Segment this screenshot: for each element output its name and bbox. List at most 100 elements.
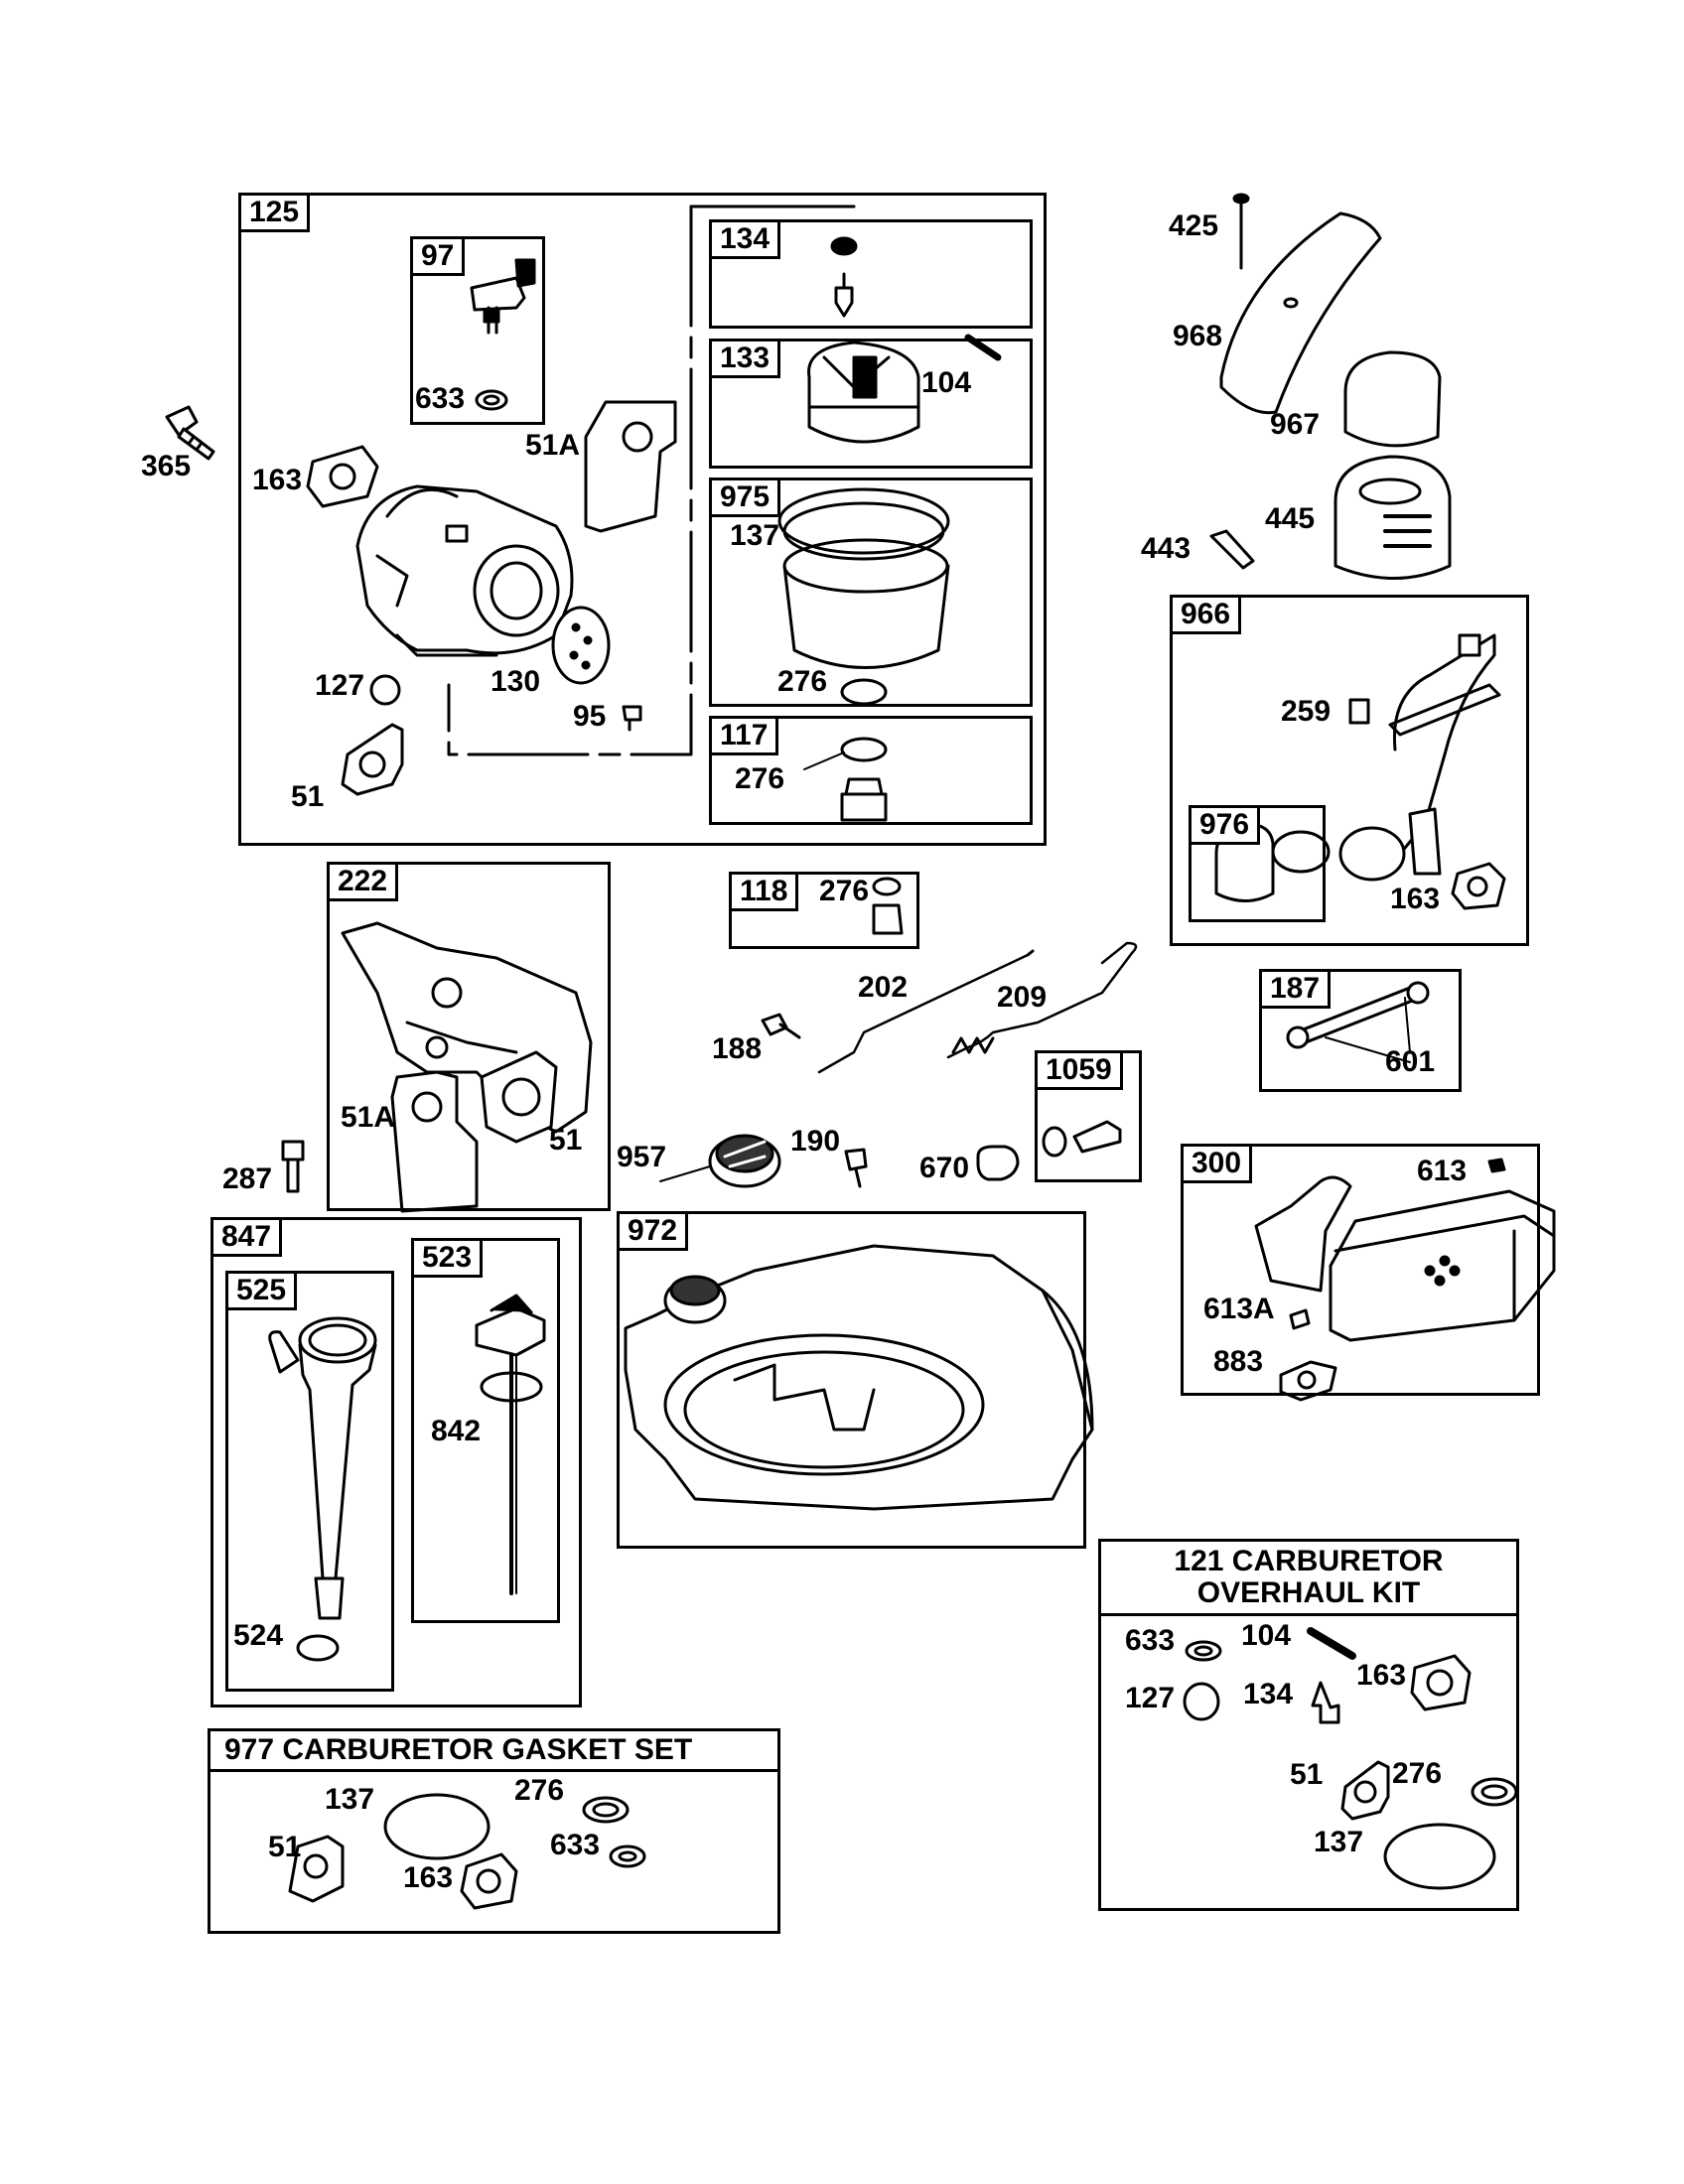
seal-524-part <box>296 1634 340 1662</box>
governor-link-part <box>817 953 1030 1074</box>
screw-95-part <box>622 705 642 732</box>
clip-259-part <box>1348 698 1370 725</box>
pre-cleaner-part <box>1343 350 1442 448</box>
part-label: 443 <box>1141 532 1192 565</box>
kit-part-label: 163 <box>1356 1659 1407 1692</box>
dipstick-part <box>475 1294 546 1595</box>
screw-613A-part <box>1289 1308 1311 1330</box>
part-label: 127 <box>315 669 365 702</box>
box-blower-housing: 972 <box>617 1211 1086 1549</box>
part-label: 259 <box>1281 695 1332 728</box>
box-tag: 117 <box>709 716 779 755</box>
breather-tube-part <box>1286 981 1430 1063</box>
gasket-51b-part <box>480 1050 558 1144</box>
diaphragm-part <box>551 606 611 685</box>
box-tag: 523 <box>411 1238 484 1278</box>
part-label: 137 <box>730 519 780 552</box>
part-label: 613 <box>1417 1155 1468 1187</box>
kit-part-label: 276 <box>1392 1757 1443 1790</box>
part-label: 445 <box>1265 502 1316 535</box>
kit-part-label: 633 <box>1125 1624 1176 1657</box>
part-label: 51A <box>525 429 581 462</box>
part-label: 276 <box>819 875 870 907</box>
box-control: 222 <box>327 862 611 1211</box>
gasket-163-part <box>306 445 379 508</box>
box-tag: 300 <box>1181 1144 1253 1183</box>
gasket-51-part <box>341 723 404 796</box>
choke-shaft-part <box>470 258 536 335</box>
gasket-276c-part <box>872 877 902 896</box>
gasket-set-part-label: 163 <box>403 1861 454 1894</box>
box-tag: 97 <box>410 236 466 276</box>
box-filter-base: 966 <box>1170 595 1529 946</box>
box-tag: 1059 <box>1035 1050 1123 1090</box>
box-tag: 976 <box>1189 805 1261 845</box>
part-label: 968 <box>1173 320 1223 352</box>
kit-part-label: 127 <box>1125 1682 1176 1714</box>
box-dipstick: 523 <box>411 1238 560 1623</box>
screw-443-part <box>1209 529 1255 570</box>
overhaul-kit-parts <box>1183 1627 1518 1890</box>
bowl-nut-part <box>803 737 888 822</box>
drain-plug-part <box>872 903 904 935</box>
part-label: 601 <box>1385 1045 1436 1078</box>
gasket-51A-part <box>584 400 677 533</box>
part-label: 104 <box>921 366 972 399</box>
gasket-set-part-label: 51 <box>268 1831 302 1863</box>
part-label: 842 <box>431 1415 482 1447</box>
part-label: 425 <box>1169 209 1219 242</box>
part-label: 613A <box>1203 1293 1275 1325</box>
washer-1059-part <box>1042 1126 1067 1158</box>
box-muffler: 300 <box>1181 1144 1540 1396</box>
bushing-670-part <box>976 1145 1020 1181</box>
box-tag: 975 <box>709 478 781 517</box>
kit-part-label: 137 <box>1314 1826 1364 1858</box>
part-label: 287 <box>222 1162 273 1195</box>
box-tag: 118 <box>729 872 799 911</box>
box-tag: 525 <box>225 1271 298 1310</box>
box-bowl: 975 <box>709 478 1033 707</box>
kit-part-label: 104 <box>1241 1619 1292 1652</box>
box-spacer: 1059 <box>1035 1050 1142 1182</box>
gasket-set-box: 977 CARBURETOR GASKET SET <box>208 1728 780 1934</box>
box-breather-tube: 187 <box>1259 969 1462 1092</box>
part-label: 51 <box>291 780 325 813</box>
part-label: 188 <box>712 1032 763 1065</box>
part-label: 276 <box>735 762 785 795</box>
part-label: 365 <box>141 450 192 482</box>
part-label: 51 <box>549 1124 583 1157</box>
part-label: 190 <box>790 1125 841 1158</box>
overhaul-kit-title: 121 CARBURETOR OVERHAUL KIT <box>1101 1542 1516 1616</box>
box-carburetor-assembly: 125 <box>238 193 1047 846</box>
box-tag: 222 <box>327 862 399 901</box>
gasket-163b-part <box>1451 862 1506 910</box>
float-needle-part <box>830 236 858 318</box>
blower-housing-part <box>624 1244 1094 1511</box>
box-fill-tube: 525 <box>225 1271 394 1692</box>
part-label: 209 <box>997 981 1048 1014</box>
part-label: 163 <box>1390 883 1441 915</box>
part-label: 163 <box>252 464 303 496</box>
blower-housing-cap-part <box>659 1134 781 1188</box>
box-tag: 125 <box>238 193 311 232</box>
filter-base-part <box>1338 633 1501 882</box>
filter-cover-part <box>1219 211 1382 415</box>
shoulder-screw-part <box>1072 1120 1122 1154</box>
part-label: 51A <box>341 1101 396 1134</box>
screw-188-part <box>761 1013 801 1039</box>
box-choke: 97 <box>410 236 545 425</box>
welch-plug-part <box>369 674 401 706</box>
part-label: 524 <box>233 1619 284 1652</box>
box-tag: 133 <box>709 339 781 378</box>
oil-fill-tube-part <box>268 1316 377 1620</box>
box-tag: 972 <box>617 1211 689 1251</box>
part-label: 276 <box>777 665 828 698</box>
float-part <box>807 341 920 444</box>
overhaul-kit-box: 121 CARBURETOR OVERHAUL KIT <box>1098 1539 1519 1911</box>
box-fill-tube-kit: 847 <box>210 1217 582 1707</box>
screw-190-part <box>844 1148 868 1188</box>
box-tag: 134 <box>709 219 781 259</box>
part-label: 967 <box>1270 408 1321 441</box>
part-label: 130 <box>491 665 541 698</box>
carburetor-body-part <box>355 484 574 657</box>
